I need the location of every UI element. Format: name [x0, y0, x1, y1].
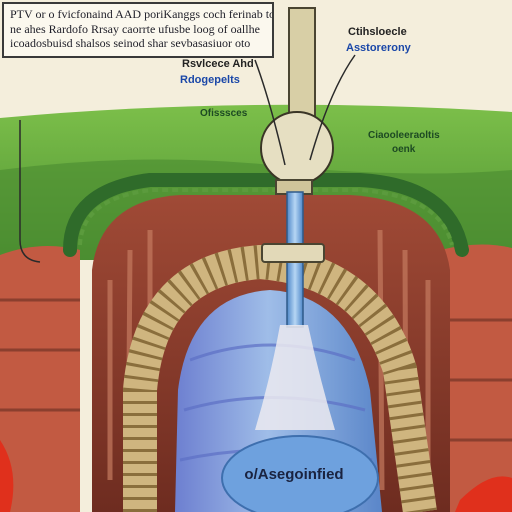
forest-edge-highlight	[78, 188, 454, 246]
caption-box: PTV or o fvicfonaind AAD poriKanggs coch…	[2, 2, 274, 58]
left-subtitle: Rdogepelts	[180, 74, 240, 86]
leader-line-side	[19, 120, 41, 263]
rock-cross-section-right	[440, 244, 512, 512]
probe-outlet	[255, 325, 335, 430]
bottom-label: o/Asegoinfied	[244, 466, 344, 483]
right-label-1: Ciaooleeraoltis	[368, 130, 440, 141]
rock-strata	[0, 298, 512, 442]
bottom-bulb	[221, 435, 379, 512]
right-label-2: oenk	[392, 144, 416, 155]
surface-label: Ofisssces	[200, 108, 248, 119]
probe-clamp	[261, 243, 325, 263]
caption-line-1: PTV or o fvicfonaind AAD poriKanggs coch…	[10, 7, 274, 21]
forest-edge	[63, 173, 469, 257]
top-right-title: Ctihsloecle	[348, 26, 407, 38]
lava-right	[455, 476, 512, 512]
leader-line-left	[254, 59, 286, 166]
left-title: Rsvlcece Ahd	[182, 58, 254, 70]
rock-cross-section	[0, 246, 80, 512]
caption-line-3: icoadosbuisd shalsos seinod shar sevbasa…	[10, 36, 251, 51]
caption-line-2: ne ahes Rardofo Rrsay caorrte ufusbe loo…	[10, 21, 260, 36]
lava-left	[0, 440, 14, 512]
sediment-arch-outer	[123, 244, 437, 512]
leader-line-right	[309, 54, 356, 161]
top-right-subtitle: Asstorerony	[346, 42, 411, 54]
